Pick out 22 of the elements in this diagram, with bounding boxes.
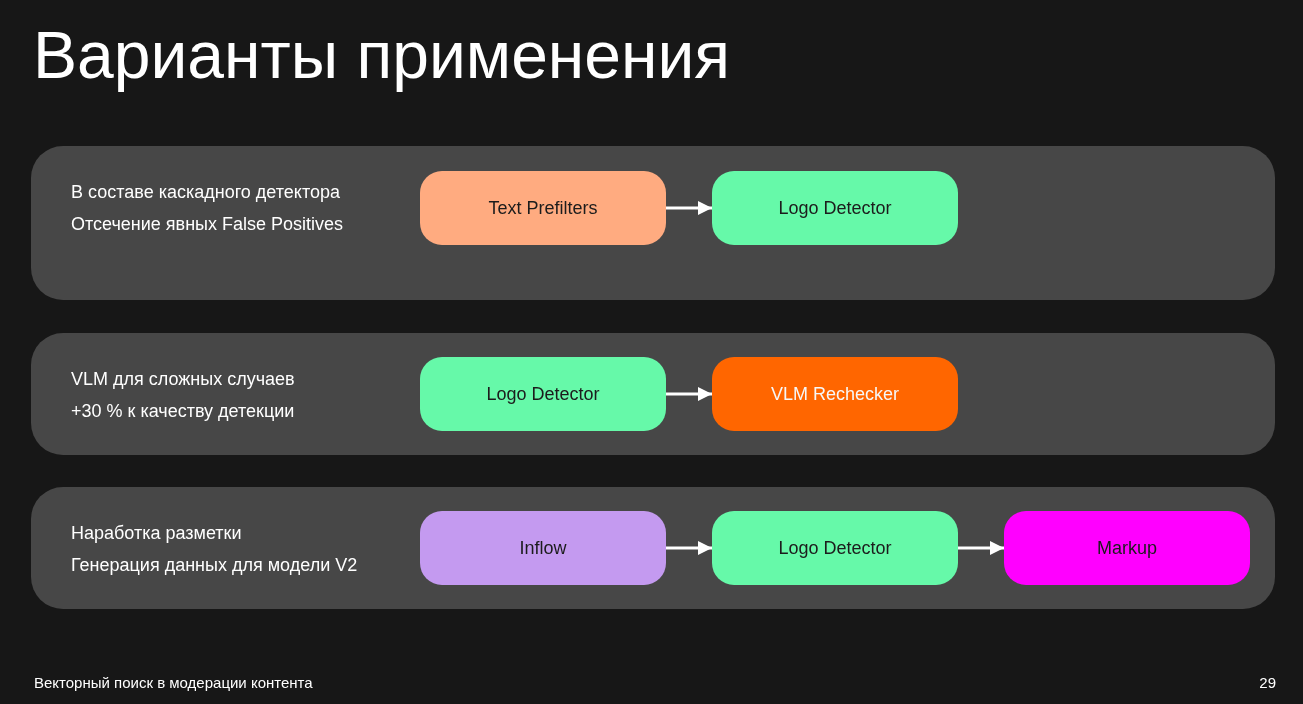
band-panel <box>31 487 1275 609</box>
band-text: Наработка разметки <box>71 522 243 545</box>
arrow <box>666 201 712 215</box>
process-box: VLM Rechecker <box>712 357 958 431</box>
arrow <box>666 541 712 555</box>
footer-text: Векторный поиск в модерации контента <box>34 673 313 693</box>
process-box: Markup <box>1004 511 1250 585</box>
band-text: Генерация данных для модели V2 <box>71 554 358 577</box>
process-box: Logo Detector <box>712 511 958 585</box>
process-box: Text Prefilters <box>420 171 666 245</box>
band-panel <box>31 333 1275 455</box>
process-box: Logo Detector <box>712 171 958 245</box>
page-number: 29 <box>1259 673 1276 693</box>
arrow <box>958 541 1004 555</box>
band-text: +30 % к качеству детекции <box>71 400 295 423</box>
arrow <box>666 387 712 401</box>
process-box: Inflow <box>420 511 666 585</box>
process-box: Logo Detector <box>420 357 666 431</box>
band-text: В составе каскадного детектора <box>71 181 341 204</box>
band-text: VLM для сложных случаев <box>71 368 295 391</box>
band-panel <box>31 146 1275 300</box>
band-text: Отсечение явных False Positives <box>71 213 344 236</box>
